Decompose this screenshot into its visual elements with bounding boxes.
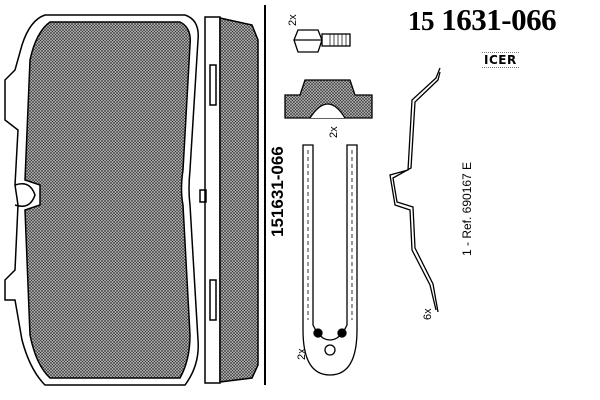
spring-quantity: 6x	[422, 308, 434, 320]
pad-side-view	[199, 5, 266, 385]
bracket-quantity: 2x	[296, 348, 308, 360]
bolt-quantity: 2x	[287, 14, 299, 26]
pad-front-view	[4, 14, 199, 386]
reference-label: 1 - Ref. 690167 E	[460, 161, 474, 256]
product-number: 15 1631-066	[408, 2, 557, 38]
bolt	[293, 29, 351, 53]
wedge	[284, 79, 373, 119]
side-part-number: 151631-066	[268, 146, 287, 237]
wedge-quantity: 2x	[328, 126, 340, 138]
bracket	[302, 144, 358, 376]
product-number-prefix: 15	[408, 6, 435, 36]
product-number-main: 1631-066	[441, 2, 557, 37]
spring	[389, 67, 441, 313]
brand-logo: ICER	[482, 52, 519, 68]
